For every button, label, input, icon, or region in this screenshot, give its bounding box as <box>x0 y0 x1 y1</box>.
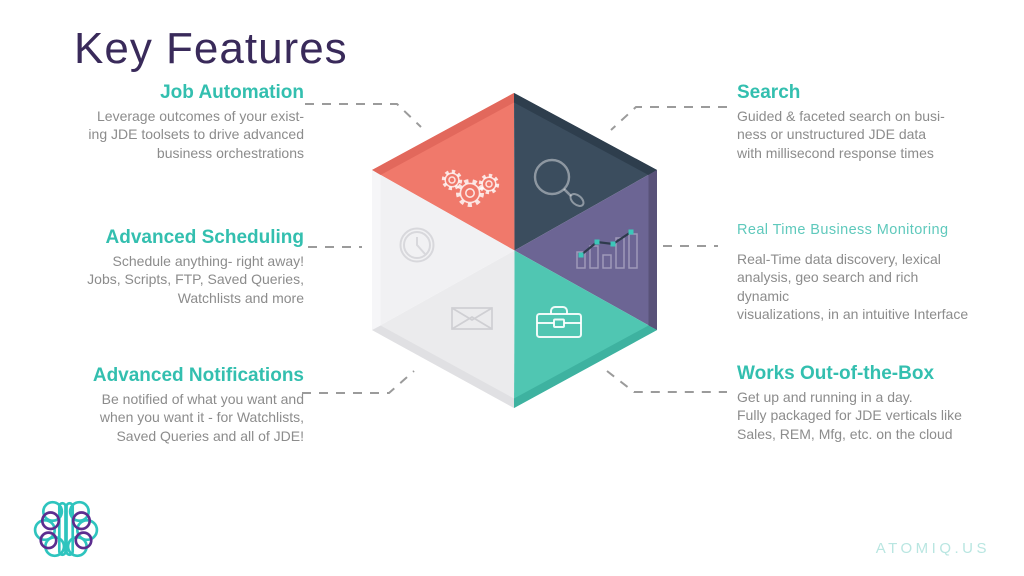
brain-logo <box>33 500 99 558</box>
segment-scheduling <box>372 170 515 330</box>
feature-body-advanced-notifications: Be notified of what you want and when yo… <box>99 390 304 444</box>
watermark: ATOMIQ.US <box>875 540 990 557</box>
feature-body-job-automation: Leverage outcomes of your exist- ing JDE… <box>88 107 304 161</box>
chart-icon <box>576 229 638 269</box>
bevel-job-automation <box>372 93 514 175</box>
feature-advanced-scheduling: Advanced Scheduling Schedule anything- r… <box>68 227 304 307</box>
bevel-works-out-of-the-box <box>514 325 657 408</box>
bevel-notifications <box>372 325 514 408</box>
feature-heading-job-automation: Job Automation <box>160 82 304 103</box>
feature-heading-business-monitoring: Real Time Business Monitoring <box>737 222 949 238</box>
feature-heading-advanced-notifications: Advanced Notifications <box>92 365 304 386</box>
feature-heading-works-out-of-the-box: Works Out-of-the-Box <box>737 363 935 384</box>
bevel-scheduling <box>372 170 381 330</box>
magnifier-icon <box>533 158 585 207</box>
bevel-business-monitoring <box>648 170 657 330</box>
feature-body-advanced-scheduling: Schedule anything- right away! Jobs, Scr… <box>87 252 304 306</box>
gears-icon <box>441 169 500 207</box>
feature-heading-search: Search <box>737 82 801 103</box>
clock-icon <box>399 227 435 263</box>
feature-search: Search Guided & faceted search on busi- … <box>737 82 973 162</box>
feature-works-out-of-the-box: Works Out-of-the-Box Get up and running … <box>737 363 973 443</box>
feature-body-works-out-of-the-box: Get up and running in a day. Fully packa… <box>737 388 962 442</box>
feature-body-business-monitoring: Real-Time data discovery, lexical analys… <box>737 250 969 323</box>
segment-works-out-of-the-box <box>514 250 657 408</box>
hexagon-diagram <box>372 93 657 408</box>
feature-heading-advanced-scheduling: Advanced Scheduling <box>105 227 304 248</box>
feature-body-search: Guided & faceted search on busi- ness or… <box>737 107 945 161</box>
bevel-search <box>514 93 657 175</box>
feature-job-automation: Job Automation Leverage outcomes of your… <box>68 82 304 162</box>
feature-business-monitoring: Real Time Business Monitoring Real-Time … <box>737 222 973 324</box>
segment-notifications <box>372 250 515 408</box>
feature-advanced-notifications: Advanced Notifications Be notified of wh… <box>68 365 304 445</box>
briefcase-icon <box>536 306 582 338</box>
segment-job-automation <box>372 93 515 251</box>
envelope-icon <box>451 307 493 330</box>
page-title: Key Features <box>74 24 348 73</box>
segment-search <box>514 93 657 251</box>
